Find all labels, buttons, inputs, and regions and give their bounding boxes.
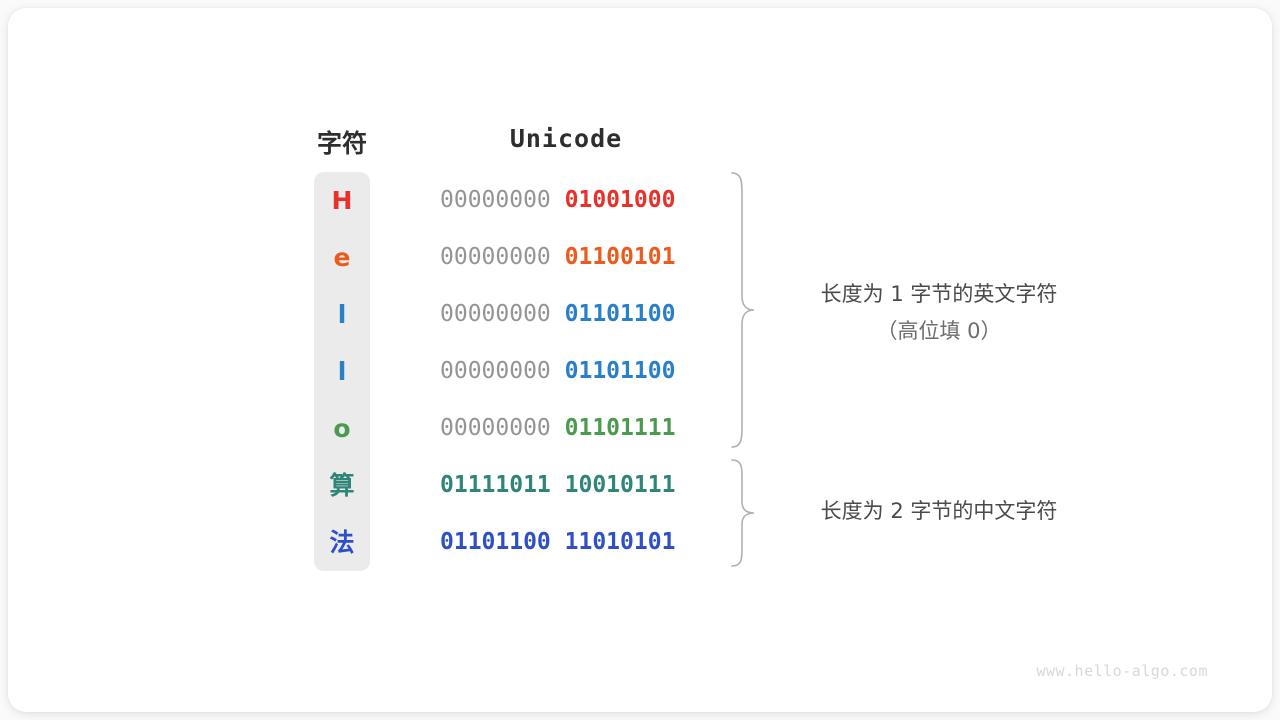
character-cell: H [331, 186, 353, 215]
binary-high-byte: 00000000 [440, 301, 551, 327]
column-header-unicode: Unicode [509, 124, 623, 153]
brace-two-byte [730, 458, 756, 575]
binary-low-byte: 11010101 [564, 529, 676, 555]
annotation-one-byte-note: （高位填 0） [876, 319, 1002, 343]
binary-row: 00000000 01101100 [440, 343, 700, 400]
binary-low-byte: 01001000 [564, 187, 676, 213]
character-cell: o [333, 414, 351, 443]
binary-high-byte: 01111011 [440, 472, 551, 498]
character-cell: 法 [329, 528, 355, 557]
binary-low-byte: 01100101 [564, 244, 676, 270]
annotation-one-byte-main: 长度为 1 字节的英文字符 [820, 282, 1058, 306]
binary-high-byte: 00000000 [440, 415, 551, 441]
character-cell: l [337, 300, 347, 329]
binary-high-byte: 00000000 [440, 244, 551, 270]
binary-high-byte: 00000000 [440, 358, 551, 384]
site-watermark: www.hello-algo.com [1036, 662, 1208, 680]
binary-low-byte: 01101111 [564, 415, 676, 441]
column-header-character: 字符 [316, 129, 367, 158]
binary-row: 00000000 01101111 [440, 400, 700, 457]
binary-high-byte: 00000000 [440, 187, 551, 213]
character-cell: e [333, 243, 351, 272]
character-cell: 算 [329, 471, 355, 500]
binary-high-byte: 01101100 [440, 529, 551, 555]
annotation-one-byte: 长度为 1 字节的英文字符 （高位填 0） [774, 276, 1104, 350]
annotation-two-byte-main: 长度为 2 字节的中文字符 [820, 499, 1058, 523]
binary-low-byte: 01101100 [564, 358, 676, 384]
binary-row: 00000000 01100101 [440, 229, 700, 286]
character-cell: l [337, 357, 347, 386]
binary-row: 00000000 01101100 [440, 286, 700, 343]
binary-row: 01101100 11010101 [440, 514, 700, 571]
binary-row: 00000000 01001000 [440, 172, 700, 229]
binary-low-byte: 01101100 [564, 301, 676, 327]
annotation-two-byte: 长度为 2 字节的中文字符 [774, 495, 1104, 525]
brace-one-byte [730, 171, 756, 454]
binary-row: 01111011 10010111 [440, 457, 700, 514]
binary-low-byte: 10010111 [564, 472, 676, 498]
